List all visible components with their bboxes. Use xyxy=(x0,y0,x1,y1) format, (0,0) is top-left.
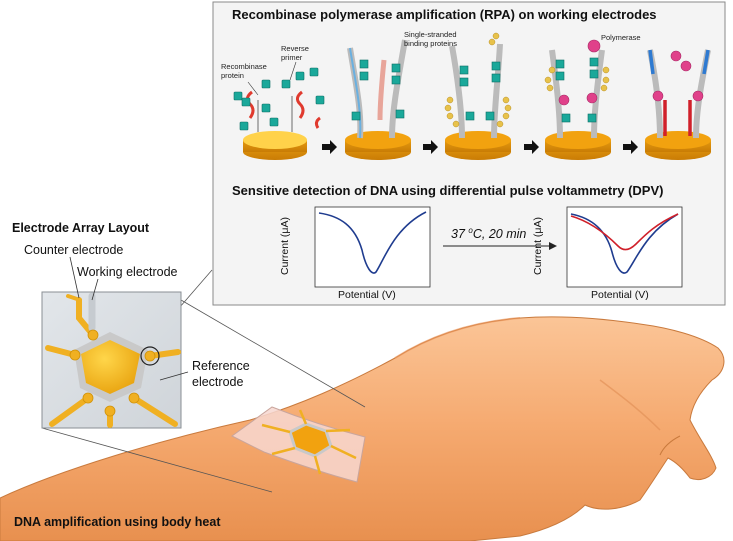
stage4-strands xyxy=(544,39,610,139)
rpa-title: Recombinase polymerase amplification (RP… xyxy=(232,7,657,22)
electrode-array-diagram xyxy=(41,291,182,429)
skin-patch xyxy=(231,406,366,483)
process-arrows xyxy=(322,140,638,154)
label-reference-electrode: Reference electrode xyxy=(192,359,250,389)
label-polymerase: Polymerase xyxy=(601,33,641,42)
label-counter-electrode: Counter electrode xyxy=(24,243,124,257)
dpv-title: Sensitive detection of DNA using differe… xyxy=(232,183,664,198)
plot-right-xlabel: Potential (V) xyxy=(591,289,649,301)
forearm-and-hand xyxy=(0,316,725,541)
label-reverse-primer: Reverse primer xyxy=(281,44,309,62)
condition-arrow xyxy=(443,242,557,250)
stage1-molecules xyxy=(233,61,325,132)
plot-left-xlabel: Potential (V) xyxy=(338,289,396,301)
stage2-strands xyxy=(347,39,408,139)
electrode-disc-1 xyxy=(243,131,307,160)
dpv-plot-left xyxy=(314,206,431,288)
dpv-plot-right xyxy=(566,206,683,288)
label-single-stranded-binding-proteins: Single-stranded binding proteins xyxy=(404,30,457,48)
label-working-electrode: Working electrode xyxy=(77,265,178,279)
array-title: Electrode Array Layout xyxy=(12,221,150,235)
label-recombinase-protein: Recombinase protein xyxy=(221,62,267,80)
footer-caption: DNA amplification using body heat xyxy=(14,515,221,529)
stage3-strands xyxy=(444,32,512,139)
stage5-strands xyxy=(647,49,711,139)
condition-label: 37 oC, 20 min xyxy=(451,226,527,242)
electrode-disc-2 xyxy=(345,131,411,160)
